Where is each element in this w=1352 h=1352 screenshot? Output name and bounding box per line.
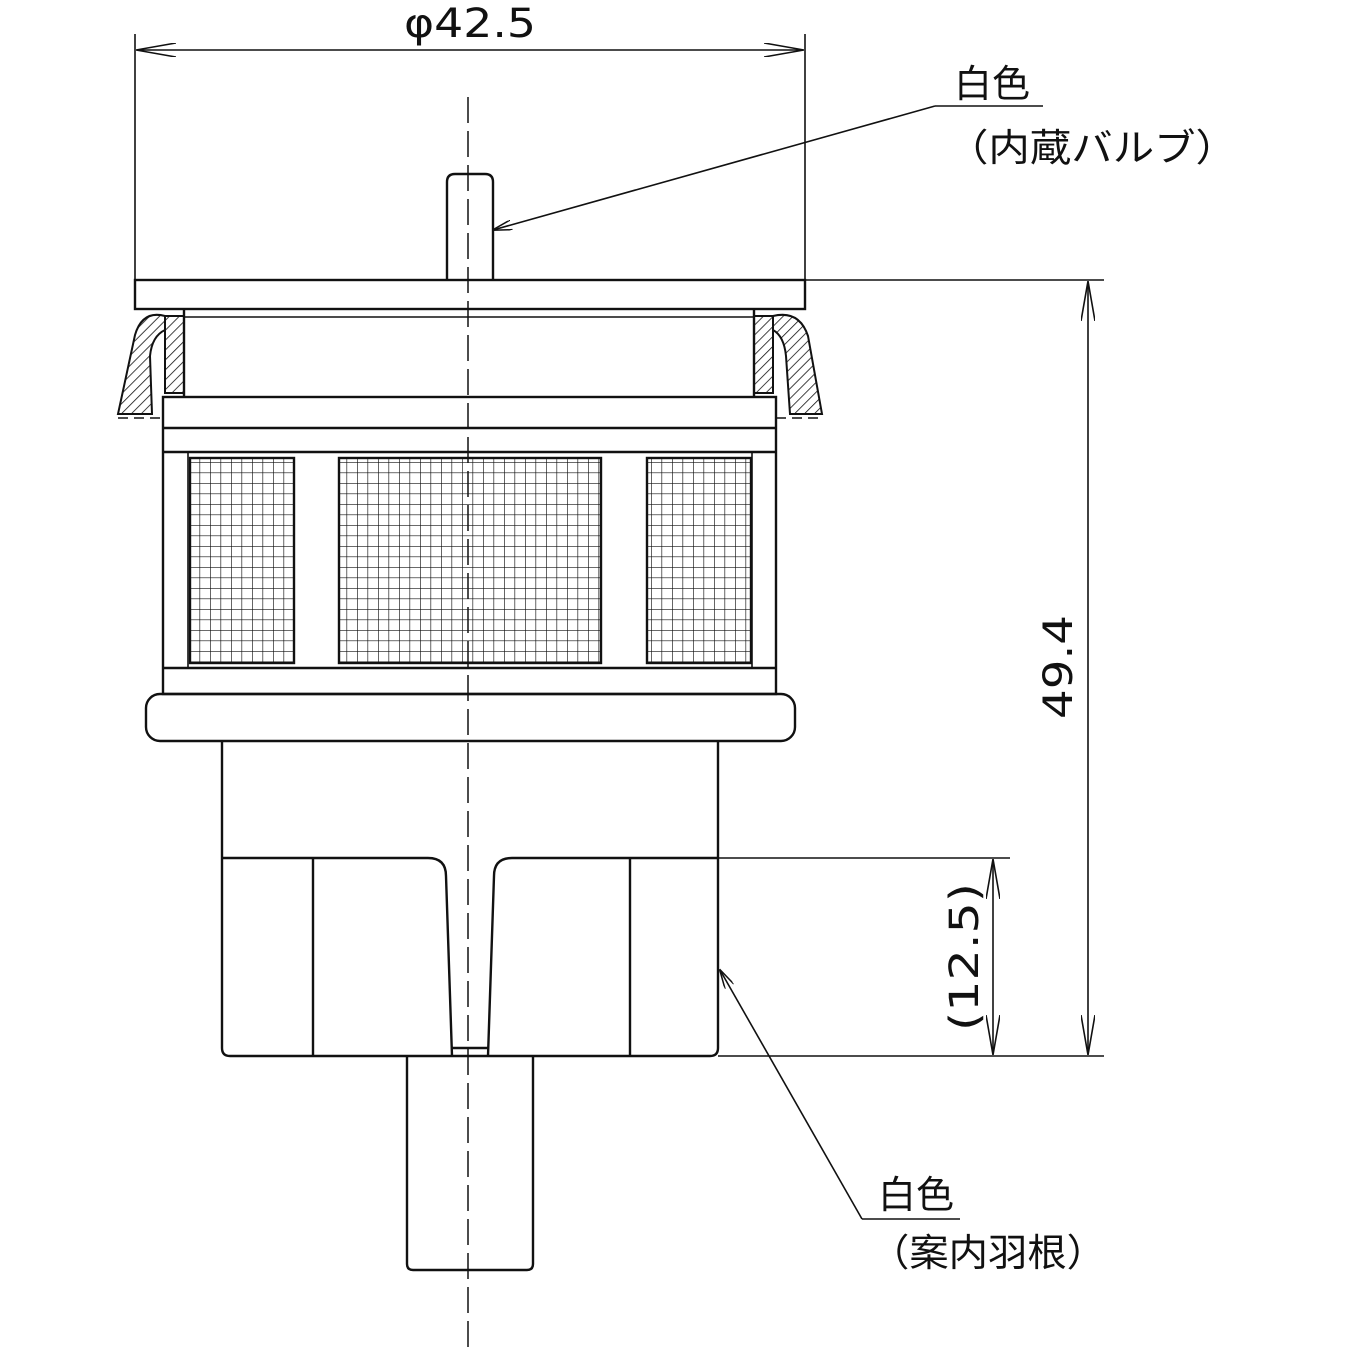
dimension-diameter-label: φ42.5 <box>404 1 536 47</box>
callout-valve: 白色 （内蔵バルブ） <box>493 62 1237 230</box>
callout-vane-part: （案内羽根） <box>870 1231 1106 1275</box>
strainer-basket <box>161 395 778 696</box>
bottom-stem <box>405 1056 535 1272</box>
dimension-diameter: φ42.5 <box>134 1 806 280</box>
valve-stem <box>445 172 495 280</box>
flange <box>144 692 797 743</box>
callout-vane-color: 白色 <box>878 1173 954 1217</box>
dimension-height: 49.4 <box>718 279 1104 1057</box>
seal-left <box>116 313 185 415</box>
cap-disc <box>133 278 807 311</box>
seal-right <box>753 313 824 415</box>
lower-body <box>220 741 720 1058</box>
mesh-window-center <box>337 456 603 665</box>
callout-valve-part: （内蔵バルブ） <box>947 126 1237 170</box>
mesh-window-right <box>645 456 753 665</box>
mesh-window-left <box>188 456 296 665</box>
dimension-lower: (12.5) <box>718 857 1010 1054</box>
dimension-lower-label: (12.5) <box>942 883 988 1031</box>
callout-valve-color: 白色 <box>954 62 1030 106</box>
callout-guide-vane: 白色 （案内羽根） <box>720 970 1106 1275</box>
dimension-height-label: 49.4 <box>1036 615 1082 719</box>
